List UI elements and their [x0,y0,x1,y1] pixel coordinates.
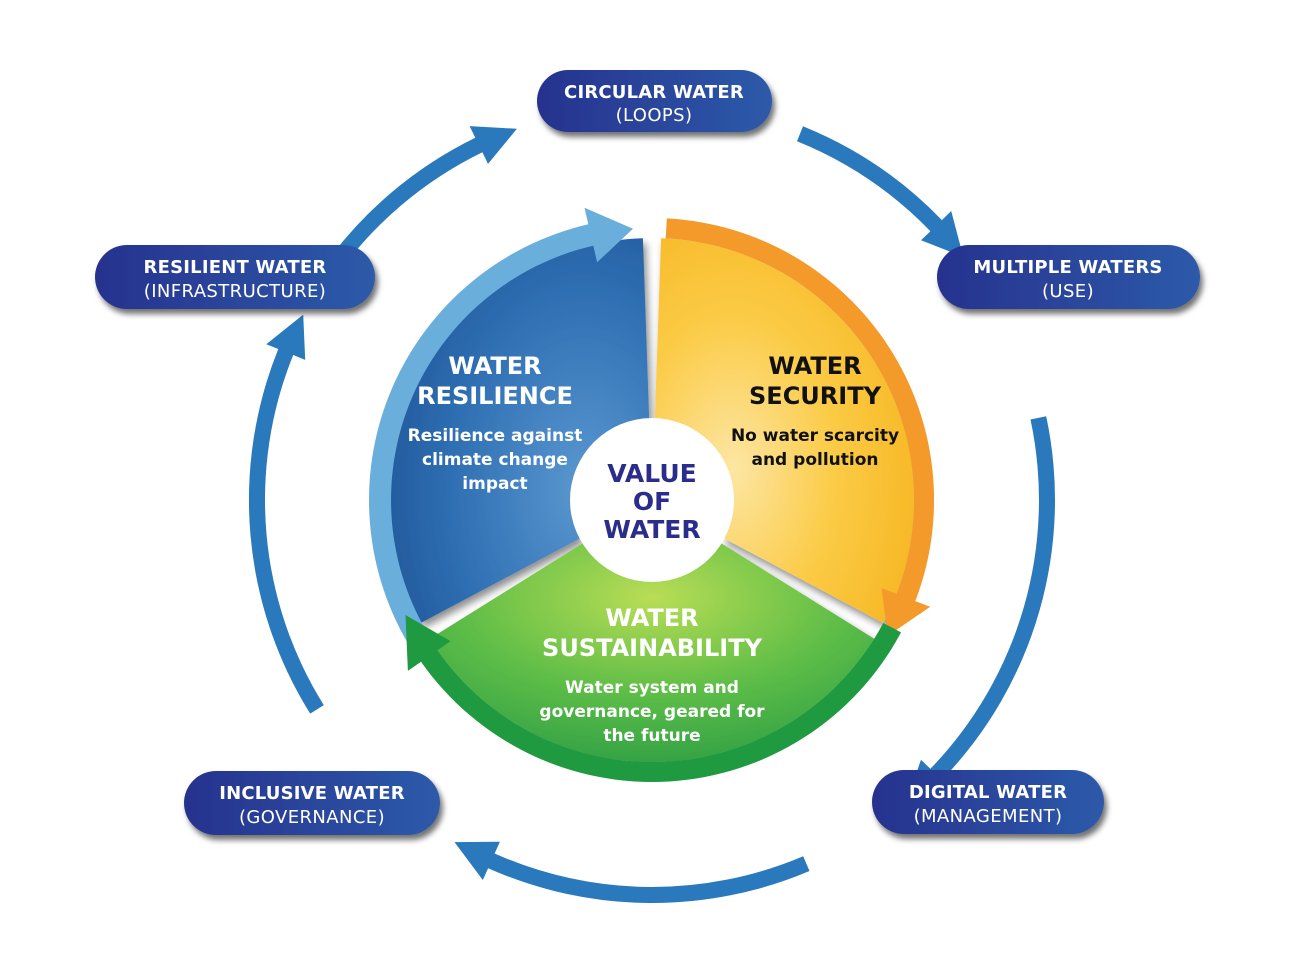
resilient-water-title: RESILIENT WATER [144,257,327,278]
center-circle [570,418,734,582]
security-arc-arrow [665,218,935,636]
sustainability-arc-arrow [405,615,901,782]
circular-water-sub: (LOOPS) [616,105,693,126]
pill-digital-water: DIGITAL WATER (MANAGEMENT) [872,770,1104,834]
center-line-2: OF [633,487,671,516]
pill-inclusive-water: INCLUSIVE WATER (GOVERNANCE) [184,771,440,835]
pie-segments [369,207,935,782]
resilient-water-sub: (INFRASTRUCTURE) [144,281,326,302]
inclusive-water-sub: (GOVERNANCE) [239,807,385,828]
circular-water-title: CIRCULAR WATER [564,82,744,103]
water-resilience-segment [390,238,650,623]
multiple-waters-sub: (USE) [1042,281,1094,302]
outer-arrow-digital-to-inclusive [454,841,810,904]
sustainability-title-2: SUSTAINABILITY [542,634,763,662]
sustainability-desc-3: the future [603,726,700,746]
inclusive-water-title: INCLUSIVE WATER [219,783,405,804]
resilience-title-2: RESILIENCE [417,382,573,410]
water-security-segment [654,238,914,623]
pill-resilient-water: RESILIENT WATER (INFRASTRUCTURE) [95,245,375,309]
resilience-desc-3: impact [462,474,527,494]
security-title-1: WATER [768,352,861,380]
outer-arrow-circular-to-multiple [797,126,964,257]
sustainability-title-1: WATER [605,604,698,632]
digital-water-sub: (MANAGEMENT) [914,806,1063,827]
outer-arrow-inclusive-to-resilient [248,314,324,714]
sustainability-text: WATER SUSTAINABILITY Water system and go… [539,604,765,746]
resilience-desc-2: climate change [422,450,568,470]
water-sustainability-segment [429,542,875,762]
sustainability-desc-1: Water system and [565,678,739,698]
center-label: VALUE OF WATER [603,459,700,544]
resilience-arc-arrow [369,207,633,642]
center-line-3: WATER [603,515,700,544]
security-title-2: SECURITY [749,382,882,410]
security-desc-1: No water scarcity [731,426,899,446]
pill-multiple-waters: MULTIPLE WATERS (USE) [937,245,1200,309]
pill-circular-water: CIRCULAR WATER (LOOPS) [537,70,772,132]
resilience-title-1: WATER [448,352,541,380]
outer-arrow-multiple-to-digital [905,416,1056,803]
resilience-desc-1: Resilience against [408,426,583,446]
center-line-1: VALUE [607,459,696,488]
security-text: WATER SECURITY No water scarcity and pol… [731,352,899,470]
multiple-waters-title: MULTIPLE WATERS [973,257,1162,278]
sustainability-desc-2: governance, geared for [539,702,765,722]
security-desc-2: and pollution [751,450,878,470]
digital-water-title: DIGITAL WATER [909,782,1067,803]
resilience-text: WATER RESILIENCE Resilience against clim… [408,352,583,494]
